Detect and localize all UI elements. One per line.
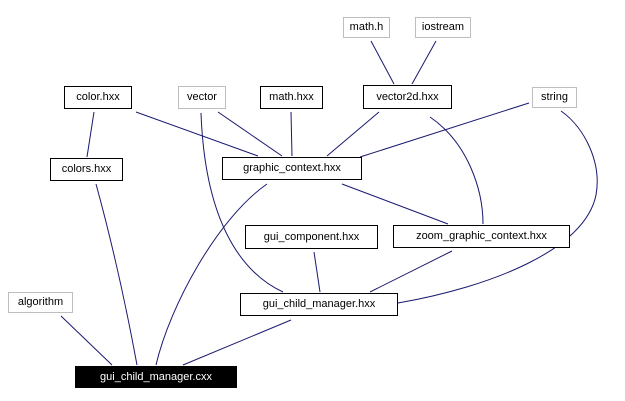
edge-gui_child_manager_hxx-to-string <box>397 110 598 304</box>
edge-graphic_context_hxx-to-math_hxx <box>290 111 293 157</box>
node-label-iostream: iostream <box>421 21 465 33</box>
node-color_hxx[interactable]: color.hxx <box>64 86 132 109</box>
node-gui_component_hxx[interactable]: gui_component.hxx <box>245 225 378 249</box>
node-iostream: iostream <box>415 17 471 38</box>
edge-gui_child_manager_cxx-to-algorithm <box>60 315 113 366</box>
node-label-vector2d_hxx: vector2d.hxx <box>376 90 439 103</box>
node-label-gui_child_manager_hxx: gui_child_manager.hxx <box>262 298 376 310</box>
edge-zoom_graphic_context_hxx-to-graphic_context_hxx <box>341 183 449 225</box>
node-label-gui_child_manager_cxx: gui_child_manager.cxx <box>100 370 212 383</box>
node-string: string <box>532 87 577 108</box>
edge-vector2d_hxx-to-math_h <box>370 40 395 85</box>
edge-graphic_context_hxx-to-vector <box>217 111 283 157</box>
node-label-gui_component_hxx: gui_component.hxx <box>263 230 360 243</box>
edge-zoom_graphic_context_hxx-to-vector2d_hxx <box>429 116 484 225</box>
node-colors_hxx[interactable]: colors.hxx <box>50 158 123 181</box>
node-zoom_graphic_context_hxx[interactable]: zoom_graphic_context.hxx <box>393 225 570 248</box>
node-label-string: string <box>541 91 568 103</box>
edge-gui_child_manager_cxx-to-gui_child_manager_hxx <box>182 319 292 366</box>
edge-graphic_context_hxx-to-color_hxx <box>135 111 259 157</box>
node-label-zoom_graphic_context_hxx: zoom_graphic_context.hxx <box>416 230 547 242</box>
edge-gui_child_manager_hxx-to-zoom_graphic_context_hxx <box>369 250 453 293</box>
node-label-colors_hxx: colors.hxx <box>61 163 112 175</box>
node-math_h: math.h <box>343 17 390 38</box>
node-label-math_hxx: math.hxx <box>269 91 314 103</box>
node-label-math_h: math.h <box>349 21 384 33</box>
edge-gui_child_manager_hxx-to-vector <box>200 112 284 293</box>
edge-colors_hxx-to-color_hxx <box>86 111 95 158</box>
node-label-algorithm: algorithm <box>17 296 64 308</box>
edge-vector2d_hxx-to-iostream <box>411 40 437 85</box>
edge-graphic_context_hxx-to-vector2d_hxx <box>326 111 380 157</box>
node-vector: vector <box>178 86 226 109</box>
edge-graphic_context_hxx-to-string <box>359 102 530 158</box>
node-gui_child_manager_cxx: gui_child_manager.cxx <box>75 366 237 388</box>
node-label-color_hxx: color.hxx <box>76 91 120 103</box>
node-vector2d_hxx[interactable]: vector2d.hxx <box>363 85 452 109</box>
edge-gui_child_manager_cxx-to-graphic_context_hxx <box>155 183 268 366</box>
node-label-vector: vector <box>187 91 217 103</box>
node-math_hxx[interactable]: math.hxx <box>260 86 323 109</box>
edge-group <box>60 40 598 366</box>
node-algorithm: algorithm <box>8 292 73 313</box>
node-label-graphic_context_hxx: graphic_context.hxx <box>243 162 341 174</box>
node-graphic_context_hxx[interactable]: graphic_context.hxx <box>222 157 362 180</box>
node-gui_child_manager_hxx[interactable]: gui_child_manager.hxx <box>240 293 398 316</box>
edge-gui_child_manager_cxx-to-colors_hxx <box>95 183 138 366</box>
edge-gui_child_manager_hxx-to-gui_component_hxx <box>313 251 321 293</box>
